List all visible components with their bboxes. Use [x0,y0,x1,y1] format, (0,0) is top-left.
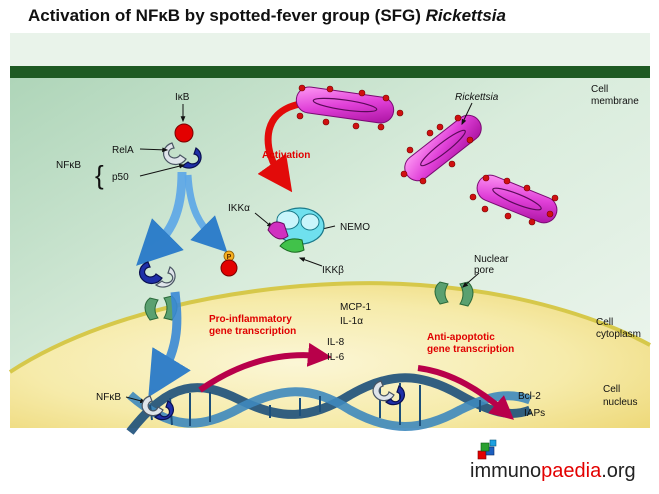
cell-membrane [10,66,650,78]
phosphate-label: P [227,254,232,261]
ikb-molecule [174,123,194,143]
nuclear-pore-label-2: pore [474,265,494,276]
logo-part-org: .org [601,460,636,482]
ikk-complex [267,207,325,253]
activation-arrow [257,100,301,193]
il1a-label: IL-1α [340,316,363,327]
ikb-degradation-arrow [184,174,228,253]
rela-label: RelA [112,145,134,156]
degraded-ikb [220,259,238,277]
nfkb-release-arrow [136,171,187,266]
cell-membrane-label-1: Cell [591,84,608,95]
nfkb-label-bottom: NFκB [96,392,121,403]
ikka-protein [267,221,289,240]
page-title: Activation of NFκB by spotted-fever grou… [28,6,506,26]
cell-membrane-label-2: membrane [591,96,639,107]
ikb-label: IκB [175,92,190,103]
nemo-label: NEMO [340,222,370,233]
nfkb-dna-bound-2 [372,380,405,406]
free-nfkb [139,261,176,288]
il6-label: IL-6 [327,352,345,363]
rickettsia-bacterium-1 [295,84,404,131]
rickettsia-bacterium-3 [469,174,559,226]
title-italic: Rickettsia [425,6,506,25]
cell-cytoplasm-label-1: Cell [596,317,613,328]
nfkb-brace: { [95,160,104,190]
nuclear-envelope [8,281,651,374]
p50-label: p50 [112,172,129,183]
extracellular-band [10,33,650,67]
anti-apoptotic-arrow [417,365,515,420]
ikka-label: IKKα [228,203,250,214]
cell-cytoplasm-label-2: cytoplasm [596,329,641,340]
immunopaedia-logo-cube-icon [477,439,497,460]
logo-part-immuno: immuno [470,460,542,482]
nuclear-translocation-arrow [148,291,191,398]
cell-nucleus-label-1: Cell [603,384,620,395]
logo-part-paedia: paedia [541,460,602,482]
anti-apoptotic-label-2: gene transcription [427,344,514,355]
pro-inflammatory-label-2: gene transcription [209,326,296,337]
iaps-label: IAPs [524,408,545,419]
bcl2-label: Bcl-2 [518,391,541,402]
logo-text: immunopaedia.org [470,460,636,483]
nuclear-pore-right [434,281,474,307]
mcp1-label: MCP-1 [340,302,372,313]
il8-label: IL-8 [327,337,345,348]
anti-apoptotic-label-1: Anti-apoptotic [427,332,495,343]
nfkb-dna-bound-1 [141,395,174,421]
title-text: Activation of NFκB by spotted-fever grou… [28,6,426,25]
phosphorylated-ikb: P [220,250,238,277]
nfkb-label-top: NFκB [56,160,81,171]
rickettsia-label: Rickettsia [455,92,499,103]
pro-inflammatory-arrow [198,342,332,393]
ikkb-protein [279,238,305,253]
cell-nucleus-label-2: nucleus [603,397,637,408]
nuclear-pore-label-1: Nuclear [474,254,509,265]
activation-label: Activation [262,150,310,161]
ikkb-label: IKKβ [322,265,344,276]
pro-inflammatory-label-1: Pro-inflammatory [209,314,292,325]
rickettsia-bacterium-2 [400,114,482,185]
